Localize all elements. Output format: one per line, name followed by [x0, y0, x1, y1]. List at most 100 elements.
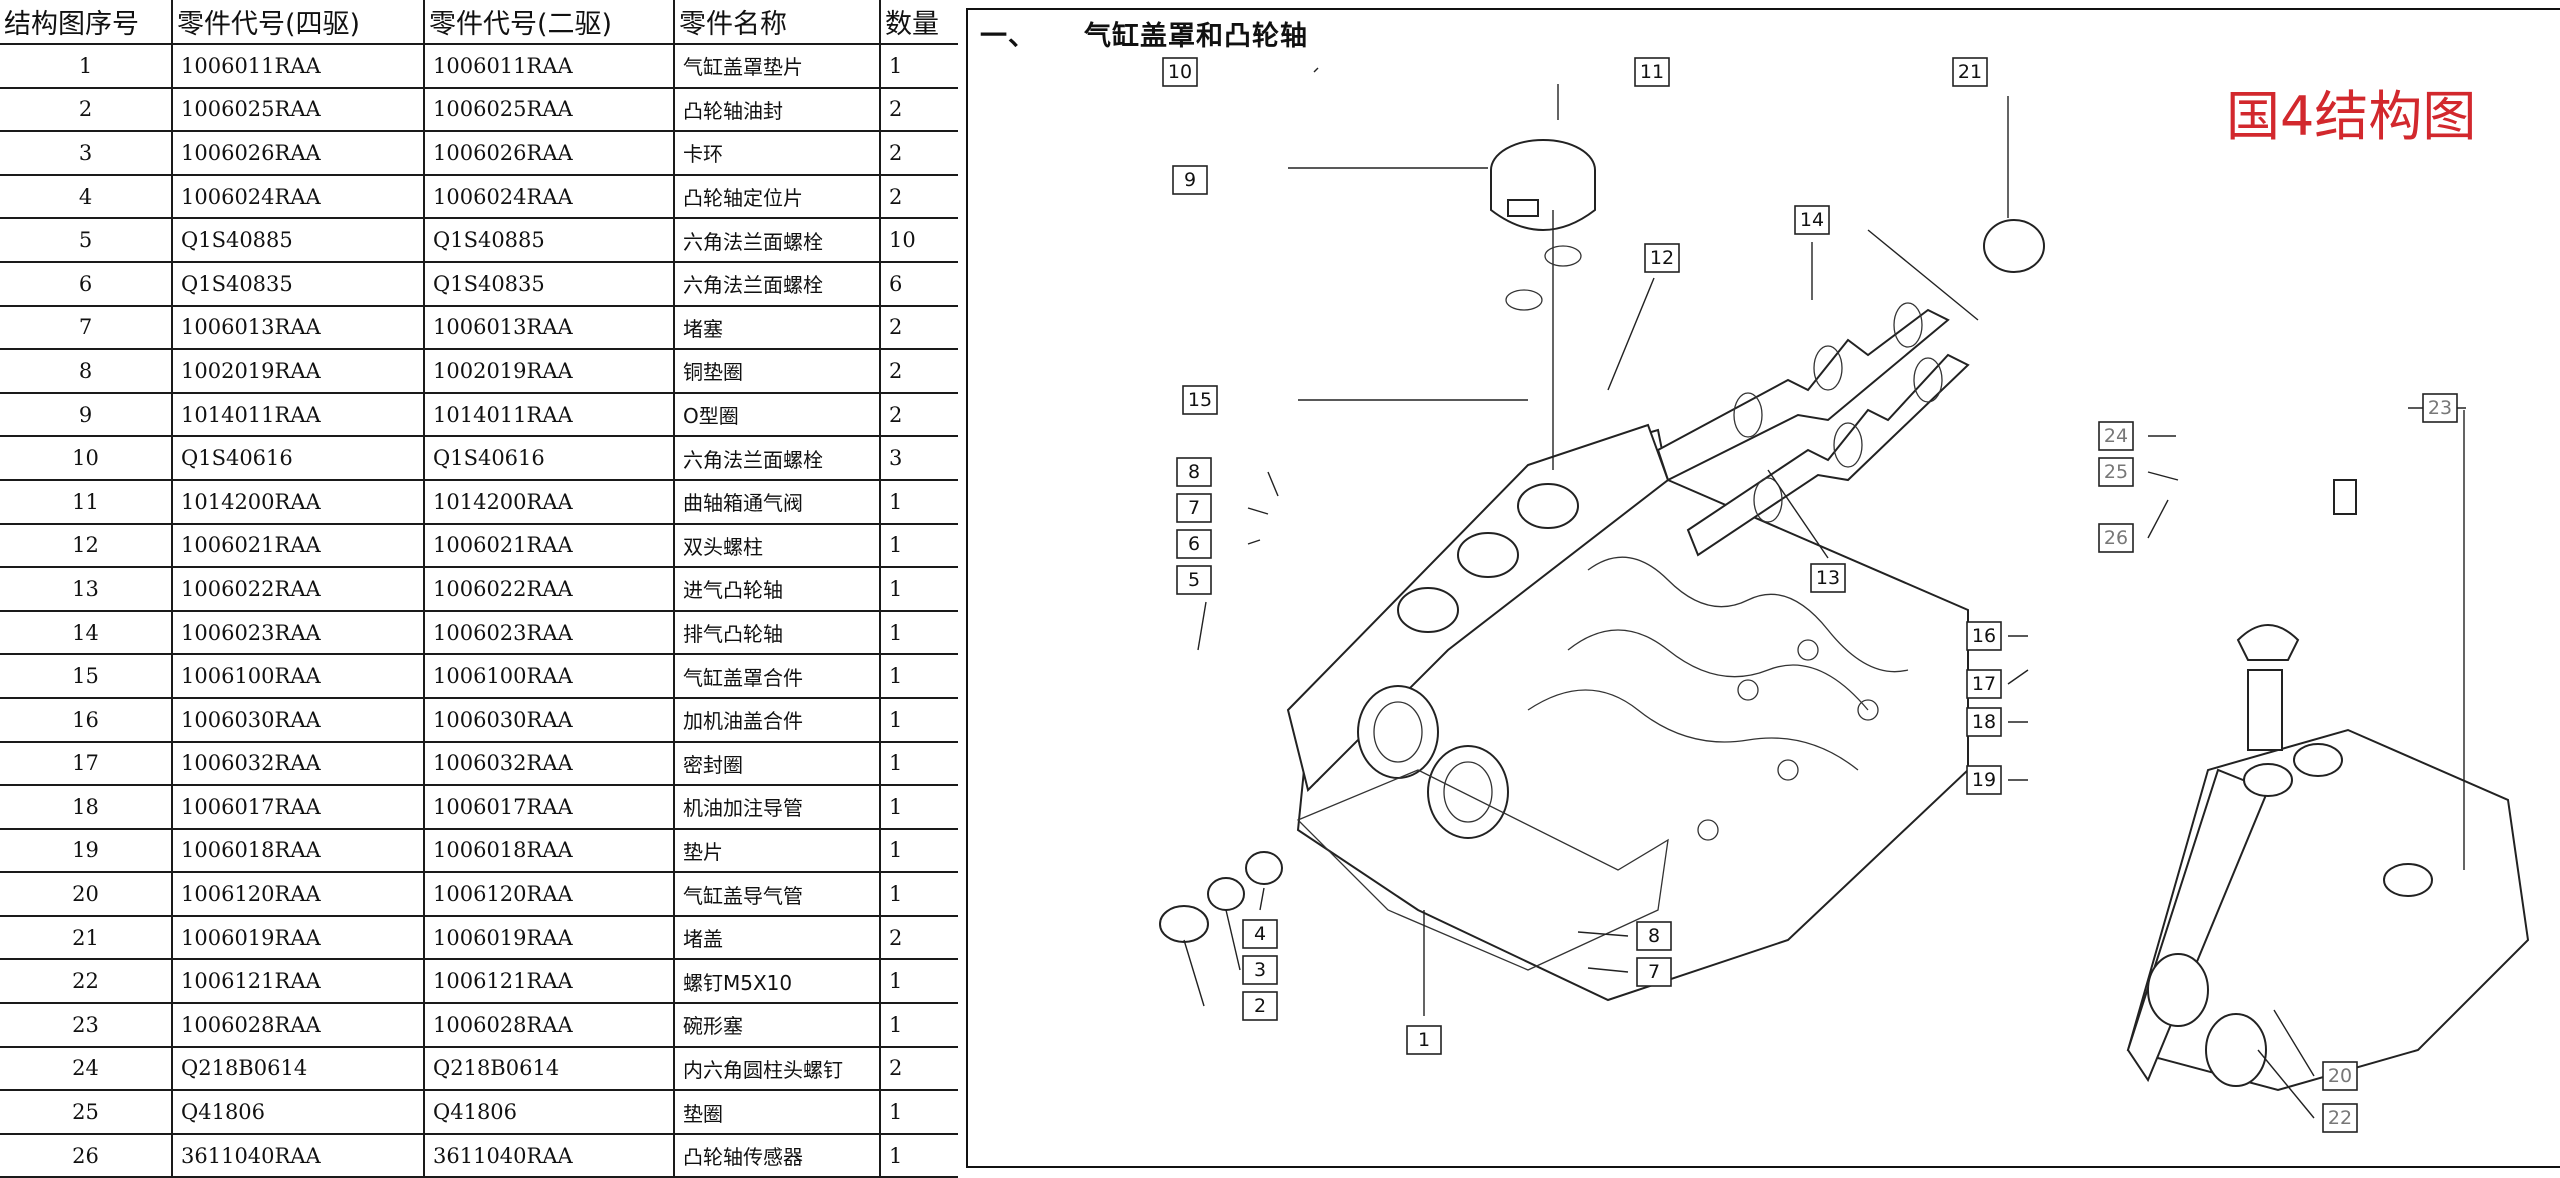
- cell-part-code-4wd: 1006019RAA: [171, 915, 424, 961]
- callout-label: 1: [1418, 1029, 1430, 1051]
- cell-part-name: O型圈: [673, 392, 880, 438]
- header-part-name: 零件名称: [673, 0, 880, 45]
- cell-part-name: 进气凸轮轴: [673, 567, 880, 612]
- cell-part-code-2wd: 1006026RAA: [423, 131, 674, 176]
- callout-14: 14: [1794, 205, 1830, 300]
- cell-part-code-4wd: 3611040RAA: [171, 1133, 424, 1178]
- callout-label: 10: [1168, 61, 1192, 83]
- callout-6: 6: [1176, 529, 1261, 559]
- callout-19: 19: [1966, 765, 2028, 795]
- callout-label: 5: [1188, 569, 1200, 591]
- cell-part-code-4wd: 1006022RAA: [171, 567, 424, 612]
- cell-quantity: 1: [879, 741, 958, 787]
- callout-23: 23: [2408, 393, 2466, 423]
- cell-part-code-4wd: Q1S40835: [171, 261, 424, 307]
- callout-label: 11: [1640, 61, 1664, 83]
- cell-quantity: 1: [879, 785, 958, 830]
- camshafts: [1656, 229, 1979, 557]
- cell-part-code-2wd: 3611040RAA: [423, 1133, 674, 1178]
- cell-part-code-2wd: 1006017RAA: [423, 785, 674, 830]
- callout-label: 7: [1188, 497, 1200, 519]
- cell-part-code-2wd: 1006023RAA: [423, 610, 674, 656]
- cell-part-name: 铜垫圈: [673, 349, 880, 394]
- cell-quantity: 1: [879, 567, 958, 612]
- callout-label: 8: [1648, 925, 1660, 947]
- cell-part-code-4wd: 1006028RAA: [171, 1003, 424, 1048]
- cell-quantity: 1: [879, 523, 958, 569]
- cell-quantity: 2: [879, 392, 958, 438]
- cell-sequence: 3: [0, 131, 172, 176]
- callout-label: 24: [2104, 425, 2128, 447]
- cell-part-name: 双头螺柱: [673, 523, 880, 569]
- cell-sequence: 1: [0, 44, 172, 89]
- callout-label: 9: [1184, 169, 1196, 191]
- callout-label: 18: [1972, 711, 1996, 733]
- cell-part-code-4wd: 1006021RAA: [171, 523, 424, 569]
- callout-7: 7: [1176, 493, 1269, 523]
- cell-part-code-2wd: 1006021RAA: [423, 523, 674, 569]
- cell-part-code-4wd: Q1S40616: [171, 436, 424, 481]
- cell-part-code-2wd: 1006032RAA: [423, 741, 674, 787]
- callout-1: 1: [1406, 910, 1442, 1055]
- cell-part-code-4wd: 1006013RAA: [171, 305, 424, 351]
- breather-valve: [1490, 139, 1596, 470]
- cell-part-code-2wd: Q1S40616: [423, 436, 674, 481]
- callout-label: 6: [1188, 533, 1200, 555]
- callout-label: 13: [1816, 567, 1840, 589]
- callout-26: 26: [2098, 499, 2169, 553]
- cell-part-name: 堵盖: [673, 915, 880, 961]
- cell-quantity: 2: [879, 915, 958, 961]
- callout-label: 16: [1972, 625, 1996, 647]
- cell-part-name: 气缸盖导气管: [673, 872, 880, 917]
- cell-part-code-2wd: 1014011RAA: [423, 392, 674, 438]
- cell-part-code-2wd: 1006121RAA: [423, 959, 674, 1005]
- cell-part-name: 机油加注导管: [673, 785, 880, 830]
- callout-16: 16: [1966, 621, 2028, 651]
- cell-part-code-4wd: 1002019RAA: [171, 349, 424, 394]
- cell-part-code-4wd: 1006025RAA: [171, 87, 424, 133]
- cell-part-code-2wd: Q218B0614: [423, 1046, 674, 1092]
- callout-label: 17: [1972, 673, 1996, 695]
- cell-part-code-2wd: 1006025RAA: [423, 87, 674, 133]
- cell-part-code-4wd: 1006018RAA: [171, 828, 424, 874]
- section-title: 一、气缸盖罩和凸轮轴: [980, 14, 1308, 53]
- cell-sequence: 6: [0, 261, 172, 307]
- cell-part-code-2wd: 1014200RAA: [423, 479, 674, 525]
- diagram-caption: 国4结构图: [2226, 85, 2477, 148]
- cell-part-code-4wd: 1014200RAA: [171, 479, 424, 525]
- cell-part-code-2wd: 1006024RAA: [423, 174, 674, 220]
- cell-quantity: 2: [879, 131, 958, 176]
- callout-12: 12: [1607, 243, 1680, 391]
- cell-part-code-4wd: Q218B0614: [171, 1046, 424, 1092]
- cell-sequence: 23: [0, 1003, 172, 1048]
- callout-label: 20: [2328, 1065, 2352, 1087]
- cell-sequence: 12: [0, 523, 172, 569]
- callout-15: 15: [1182, 385, 1528, 415]
- callout-9: 9: [1172, 165, 1488, 195]
- cell-quantity: 1: [879, 654, 958, 699]
- cell-part-code-4wd: 1006032RAA: [171, 741, 424, 787]
- callout-25: 25: [2098, 457, 2179, 487]
- cell-part-code-4wd: Q1S40885: [171, 218, 424, 263]
- callout-13: 13: [1767, 469, 1846, 593]
- cell-quantity: 2: [879, 305, 958, 351]
- section-title-text: 气缸盖罩和凸轮轴: [1084, 21, 1308, 52]
- callout-label: 15: [1188, 389, 1212, 411]
- callout-7: 7: [1587, 957, 1672, 987]
- header-part-code-4wd: 零件代号(四驱): [171, 0, 424, 45]
- callout-17: 17: [1966, 669, 2029, 699]
- cell-part-code-4wd: 1006030RAA: [171, 697, 424, 743]
- callout-label: 12: [1650, 247, 1674, 269]
- table-header-row: 结构图序号 零件代号(四驱) 零件代号(二驱) 零件名称 数量: [0, 0, 958, 45]
